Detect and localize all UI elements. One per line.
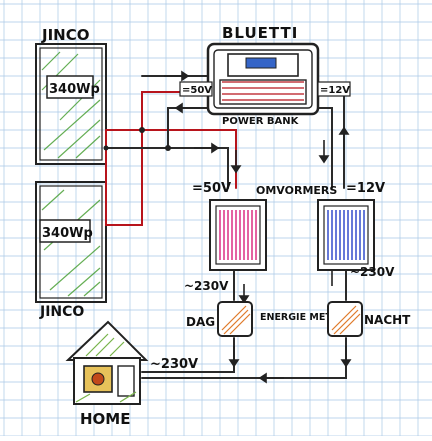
energie-meters-label: ENERGIE METERS [260,312,353,323]
brand-label-top: JINCO [41,26,89,44]
energy-meter-night [327,301,363,337]
brand-label-bottom: JINCO [39,304,84,320]
ac-label-left: ~230V [184,279,229,293]
energy-meter-day [217,301,253,337]
voltage-label-12v-mid: =12V [346,181,385,196]
bluetti-label: BLUETTI [222,24,298,42]
ac-label-right: ~230V [350,265,395,279]
voltage-label-50v-mid: =50V [192,181,231,196]
voltage-label-50v-top: =50V [182,85,212,96]
solar-panel-bottom [35,181,107,303]
panel-rating-top: 340Wp [49,82,100,97]
inverter-night [317,199,375,271]
omvormers-label: OMVORMERS [256,184,337,197]
inverter-day [209,199,267,271]
power-bank-label: POWER BANK [222,116,300,127]
voltage-label-12v-top: =12V [320,85,350,96]
wire-junctions [103,127,171,151]
solar-panel-top [35,43,107,165]
panel-rating-bottom: 340Wp [42,226,93,241]
ac-label-home: ~230V [150,357,198,372]
dag-label: DAG [186,315,215,329]
home-label: HOME [80,410,130,428]
nacht-label: NACHT [364,313,411,327]
power-bank [206,42,320,116]
home-house [65,320,149,405]
